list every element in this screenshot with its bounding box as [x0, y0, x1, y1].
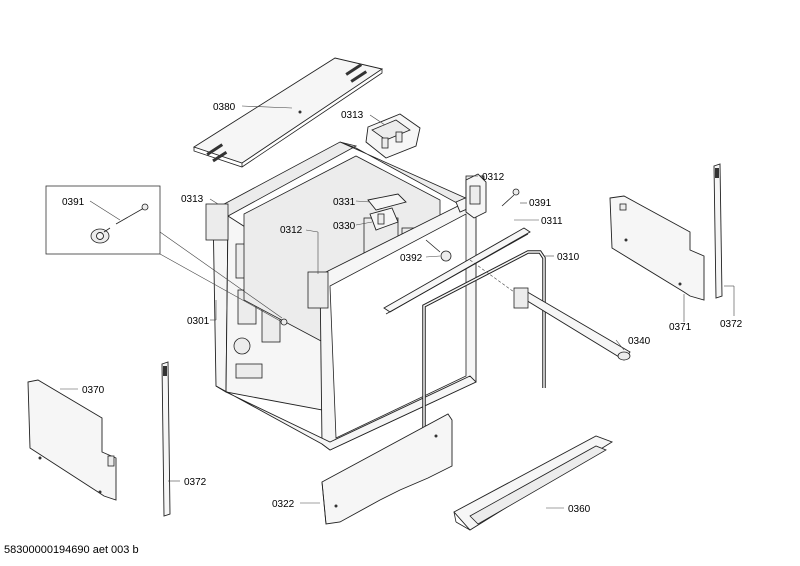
callout-0312-mid: 0312 [280, 225, 303, 236]
part-gasket-0310 [422, 250, 546, 434]
callout-labels: 0380 0313 0313 0312 0312 0331 0330 0391 … [62, 102, 743, 515]
part-strip-0372-left [161, 361, 171, 517]
callout-0331: 0331 [333, 197, 356, 208]
part-rail-0311 [383, 227, 531, 315]
part-bracket-0313-top [365, 113, 421, 159]
drawing-number: 58300000194690 aet 003 b [4, 544, 139, 556]
part-rod-0340 [469, 259, 631, 361]
callout-0301: 0301 [187, 316, 210, 327]
callout-0313-left: 0313 [181, 194, 204, 205]
part-strip-0372-right [713, 163, 723, 299]
callout-0380: 0380 [213, 102, 236, 113]
detail-box-0391 [45, 185, 288, 326]
callout-0371: 0371 [669, 322, 692, 333]
part-top-cover-0380 [192, 57, 384, 168]
part-side-panel-0371 [609, 195, 705, 301]
callout-0311: 0311 [541, 216, 563, 227]
callout-0392: 0392 [400, 253, 423, 264]
callout-0372-left: 0372 [184, 477, 207, 488]
callout-0340: 0340 [628, 336, 651, 347]
part-tub-frame-0301 [205, 141, 485, 451]
callout-0322: 0322 [272, 499, 295, 510]
callout-0360: 0360 [568, 504, 591, 515]
callout-0310: 0310 [557, 252, 580, 263]
part-latch-0331-0330 [367, 193, 407, 231]
part-hinge-0312-right [465, 173, 487, 219]
callout-0312-right: 0312 [482, 172, 505, 183]
part-screw-0392 [425, 239, 452, 262]
callout-0372-right: 0372 [720, 319, 743, 330]
part-kick-plate-0322 [321, 413, 453, 525]
callout-0391-right: 0391 [529, 198, 552, 209]
part-side-panel-0370 [27, 379, 117, 501]
part-base-tray-0360 [453, 435, 614, 531]
leader-lines [60, 105, 735, 509]
callout-0391-detail: 0391 [62, 197, 85, 208]
callout-0313-top: 0313 [341, 110, 364, 121]
callout-0370: 0370 [82, 385, 105, 396]
callout-0330: 0330 [333, 221, 356, 232]
part-screw-0391-right [501, 188, 520, 207]
